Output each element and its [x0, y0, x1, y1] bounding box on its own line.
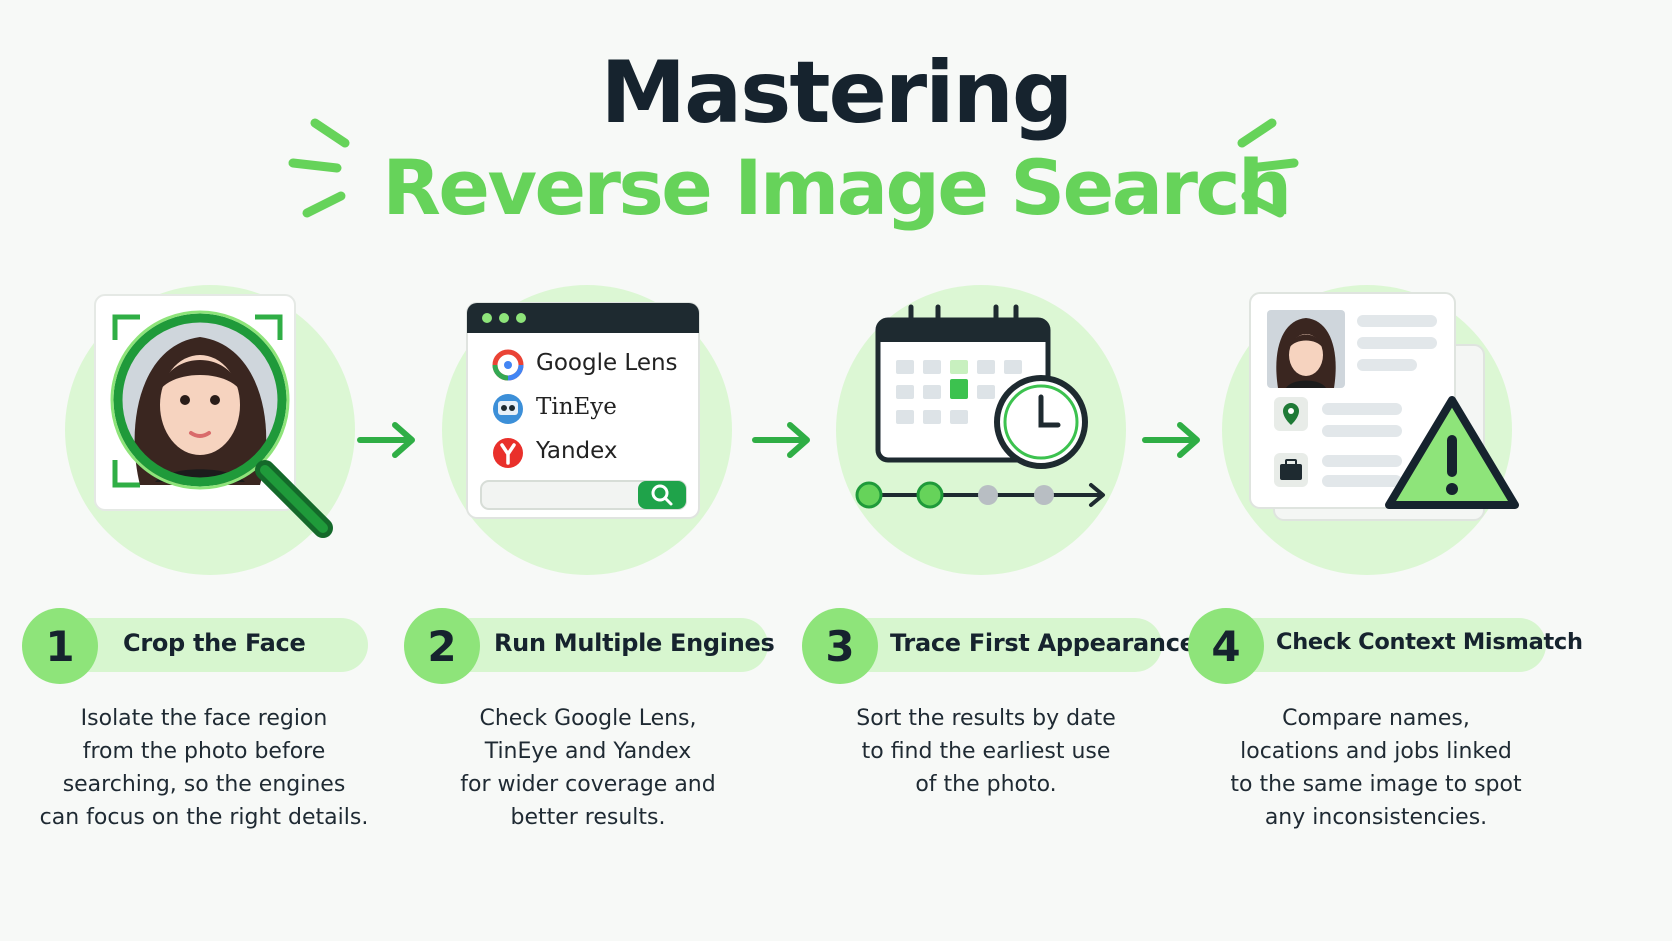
step-2-title: Run Multiple Engines — [494, 629, 775, 657]
step-2-description: Check Google Lens, TinEye and Yandex for… — [460, 706, 716, 830]
page-title: Mastering — [600, 43, 1074, 143]
step-3-title: Trace First Appearance — [890, 629, 1196, 657]
step-4-illustration — [1212, 275, 1522, 585]
step-1-description: Isolate the face region from the photo b… — [39, 706, 369, 830]
step-3-number: 3 — [802, 608, 878, 684]
spark-right-icon — [1237, 118, 1299, 218]
google-lens-icon — [492, 349, 524, 381]
step-4-number: 4 — [1188, 608, 1264, 684]
step-1-title: Crop the Face — [123, 629, 306, 657]
step-1-number: 1 — [22, 608, 98, 684]
step-3-illustration — [826, 275, 1136, 585]
step-4-description: Compare names, locations and jobs linked… — [1230, 706, 1522, 830]
engine-label-google-lens: Google Lens — [536, 350, 678, 376]
yandex-icon — [493, 438, 523, 468]
arrow-right-icon — [752, 422, 810, 458]
profile-warning-icon — [1222, 285, 1519, 575]
step-4-title: Check Context Mismatch — [1276, 629, 1583, 655]
browser-engines-icon — [442, 285, 732, 575]
step-3-description: Sort the results by date to find the ear… — [856, 706, 1116, 797]
tineye-icon — [493, 394, 523, 424]
magnifier-face-icon — [65, 285, 355, 575]
calendar-clock-icon — [836, 285, 1126, 575]
engine-label-yandex: Yandex — [536, 438, 618, 464]
arrow-right-icon — [357, 422, 415, 458]
step-1-illustration — [55, 275, 365, 585]
page-subtitle: Reverse Image Search — [382, 143, 1292, 232]
arrow-right-icon — [1142, 422, 1200, 458]
engine-label-tineye: TinEye — [536, 394, 617, 420]
step-2-illustration: Google Lens TinEye Yandex — [432, 275, 742, 585]
step-2-number: 2 — [404, 608, 480, 684]
spark-left-icon — [288, 118, 350, 218]
